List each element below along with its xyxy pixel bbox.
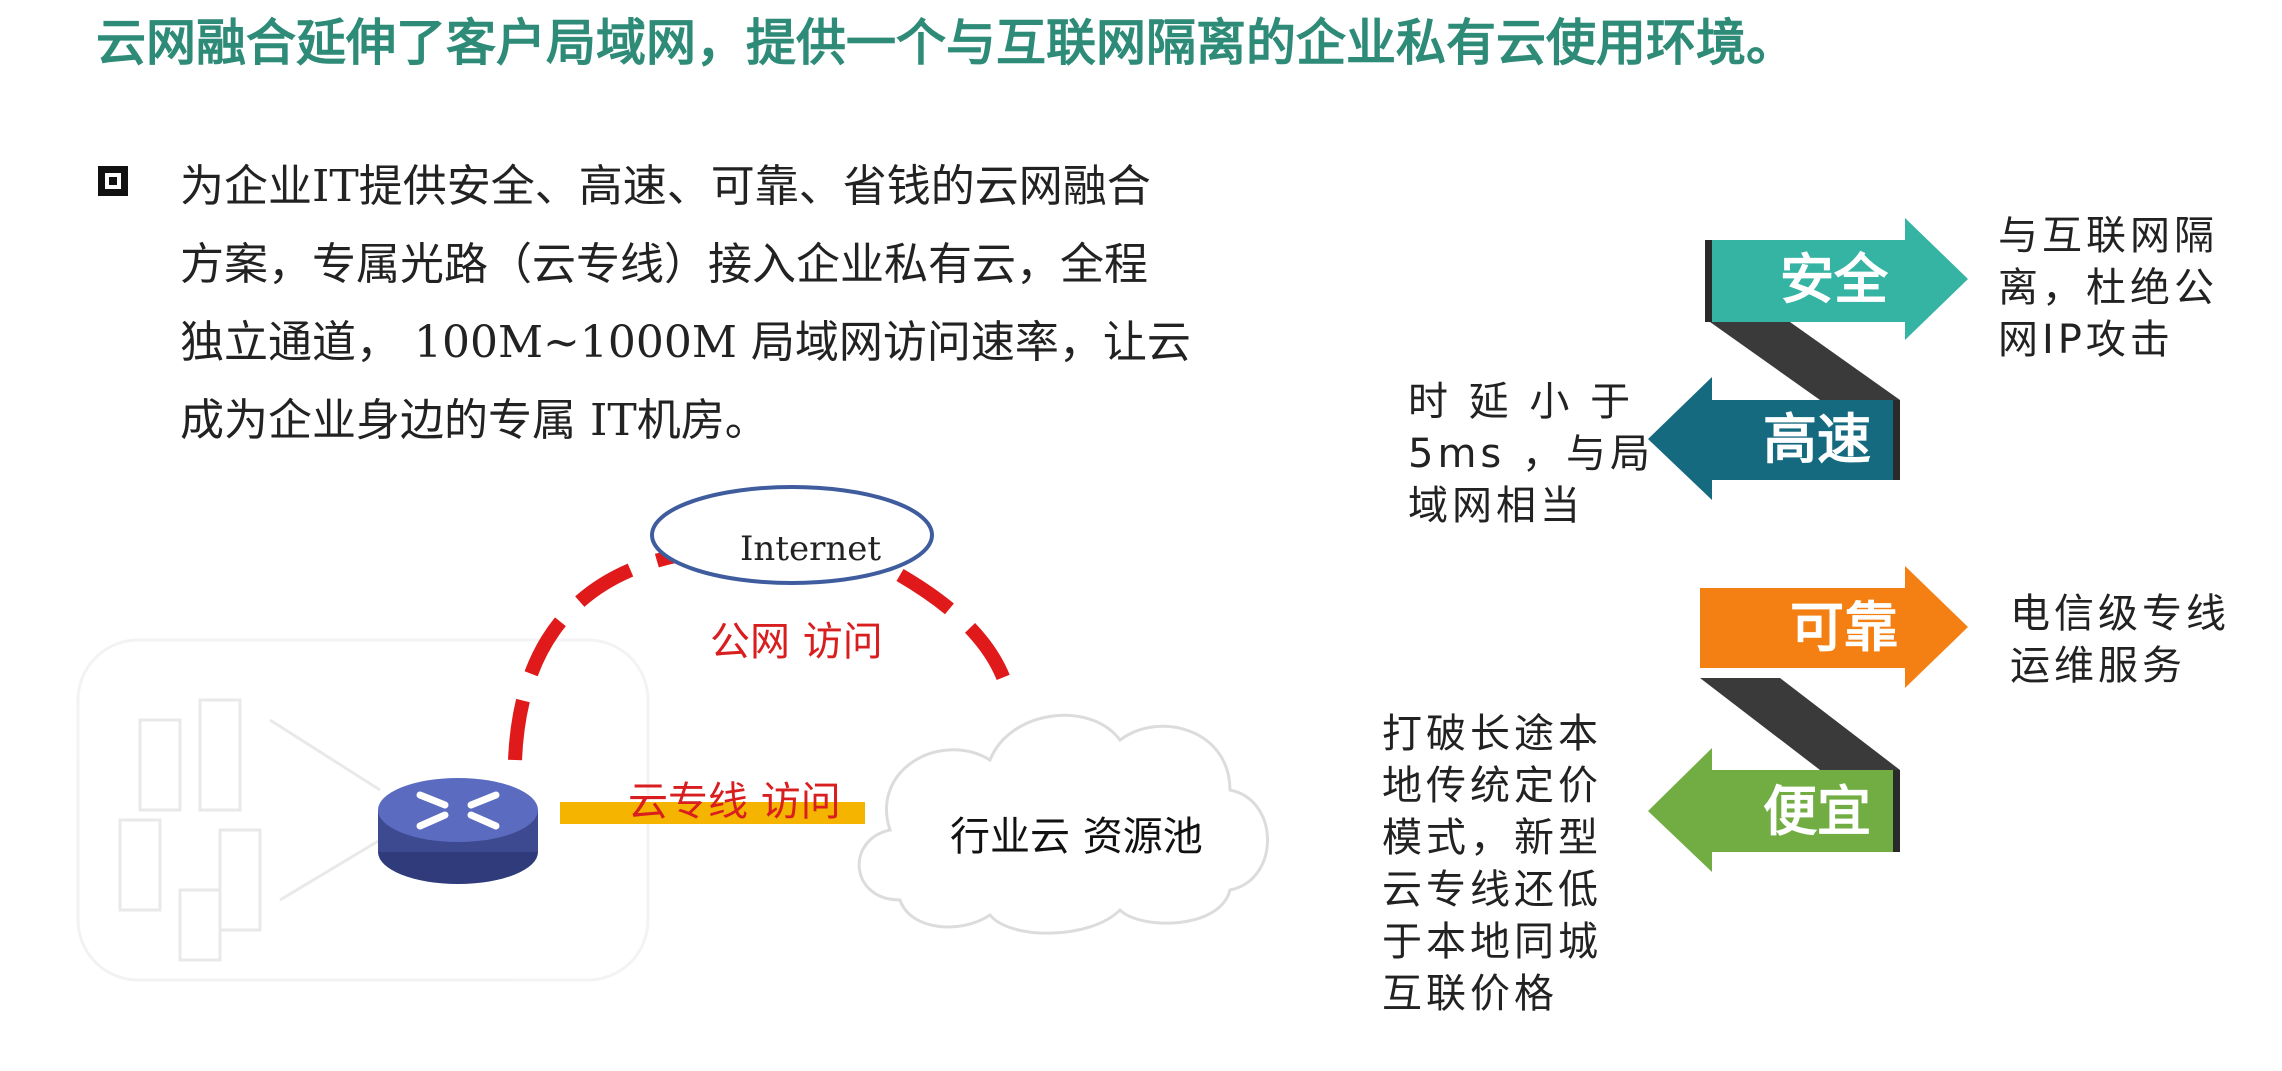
internet-label: Internet	[740, 529, 881, 569]
feature-label-fast: 高速	[1763, 408, 1871, 471]
feature-label-reliable: 可靠	[1790, 596, 1898, 659]
bullet-line-2: 方案，专属光路（云专线）接入企业私有云，全程	[180, 239, 1148, 290]
feature-desc-fast: 时 延 小 于 5ms ，与局 域网相当	[1408, 379, 1654, 529]
router-icon	[378, 778, 538, 884]
cloud-icon	[857, 713, 1269, 935]
connector-1	[1710, 322, 1900, 400]
bullet-paragraph: 为企业IT提供安全、高速、可靠、省钱的云网融合 方案，专属光路（云专线）接入企业…	[164, 148, 1254, 460]
page-title: 云网融合延伸了客户局域网，提供一个与互联网隔离的企业私有云使用环境。	[96, 14, 1796, 72]
private-line	[560, 802, 865, 824]
connector-2	[1700, 678, 1900, 770]
public-access-link	[508, 548, 682, 761]
feature-arrow-secure: 安全	[1705, 218, 1968, 340]
cloud-pool-label: 行业云 资源池	[950, 814, 1203, 860]
feature-desc-cheap: 打破长途本 地传统定价 模式，新型 云专线还低 于本地同城 互联价格	[1382, 711, 1602, 1017]
bullet-square-icon	[98, 166, 128, 196]
public-access-label: 公网 访问	[710, 619, 883, 665]
private-line-label: 云专线 访问	[628, 779, 841, 825]
feature-desc-secure: 与互联网隔 离，杜绝公 网IP攻击	[1998, 213, 2218, 363]
feature-arrow-cheap: 便宜	[1648, 748, 1900, 872]
public-access-link-right	[896, 568, 1017, 702]
internet-ellipse	[650, 485, 934, 585]
feature-label-cheap: 便宜	[1763, 780, 1871, 843]
bullet-line-3: 独立通道， 100M~1000M 局域网访问速率，让云	[180, 317, 1191, 368]
feature-desc-reliable: 电信级专线 运维服务	[2010, 591, 2230, 689]
feature-label-secure: 安全	[1780, 248, 1889, 311]
feature-arrow-reliable: 可靠	[1700, 566, 1968, 688]
bullet-line-4: 成为企业身边的专属 IT机房。	[180, 395, 769, 446]
bullet-line-1: 为企业IT提供安全、高速、可靠、省钱的云网融合	[180, 161, 1151, 212]
feature-arrow-fast: 高速	[1648, 377, 1900, 500]
